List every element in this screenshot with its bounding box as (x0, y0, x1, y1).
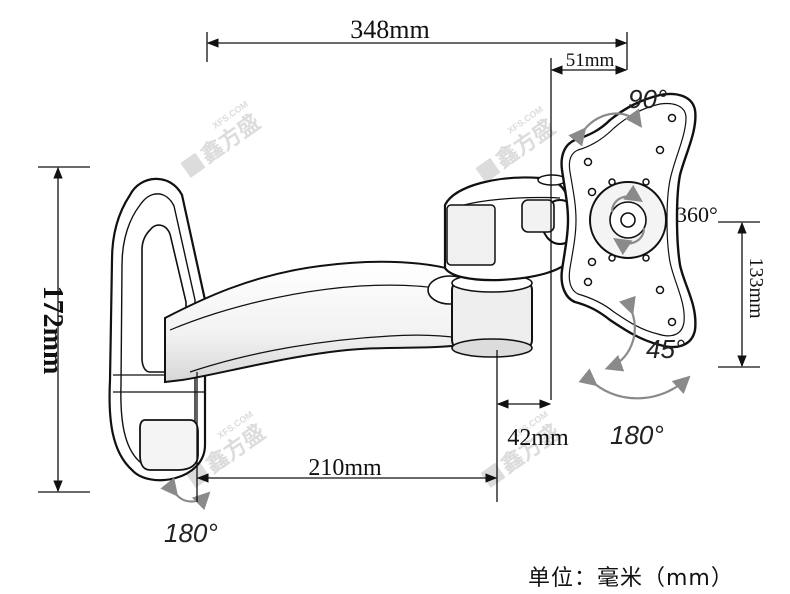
tilt-down-arrow (604, 295, 636, 372)
dim-panel-height: 133mm (745, 257, 767, 319)
dim-panel-offset: 51mm (566, 50, 615, 71)
angle-tilt-up: 90° (628, 84, 667, 114)
angle-tilt-down: 45° (646, 334, 685, 364)
vesa-plate (560, 92, 697, 349)
dim-clearance: 42mm (507, 425, 569, 451)
angle-swivel-arm: 180° (610, 420, 664, 450)
elbow-joint (443, 174, 579, 358)
angle-swivel-wall: 180° (164, 518, 218, 548)
dim-arm-length: 210mm (308, 455, 382, 481)
dim-height: 172mm (37, 286, 68, 375)
swivel-wall-arrow (160, 477, 211, 511)
watermark-1: 鑫方盛 XFS.COM (180, 99, 265, 178)
swivel-arm-arrow (578, 368, 691, 400)
unit-label: 单位：毫米（mm） (528, 566, 734, 591)
watermark-2: 鑫方盛 XFS.COM (475, 104, 560, 183)
rotate-arrow (610, 184, 643, 213)
tilt-up-arrow (568, 108, 643, 147)
dim-overall-width: 348mm (350, 15, 429, 44)
angle-rotate: 360° (676, 202, 718, 227)
dimension-lines (38, 32, 760, 502)
rotate-arrow-2 (613, 227, 646, 256)
rotation-arrows (160, 108, 691, 511)
swing-arm (164, 260, 473, 384)
